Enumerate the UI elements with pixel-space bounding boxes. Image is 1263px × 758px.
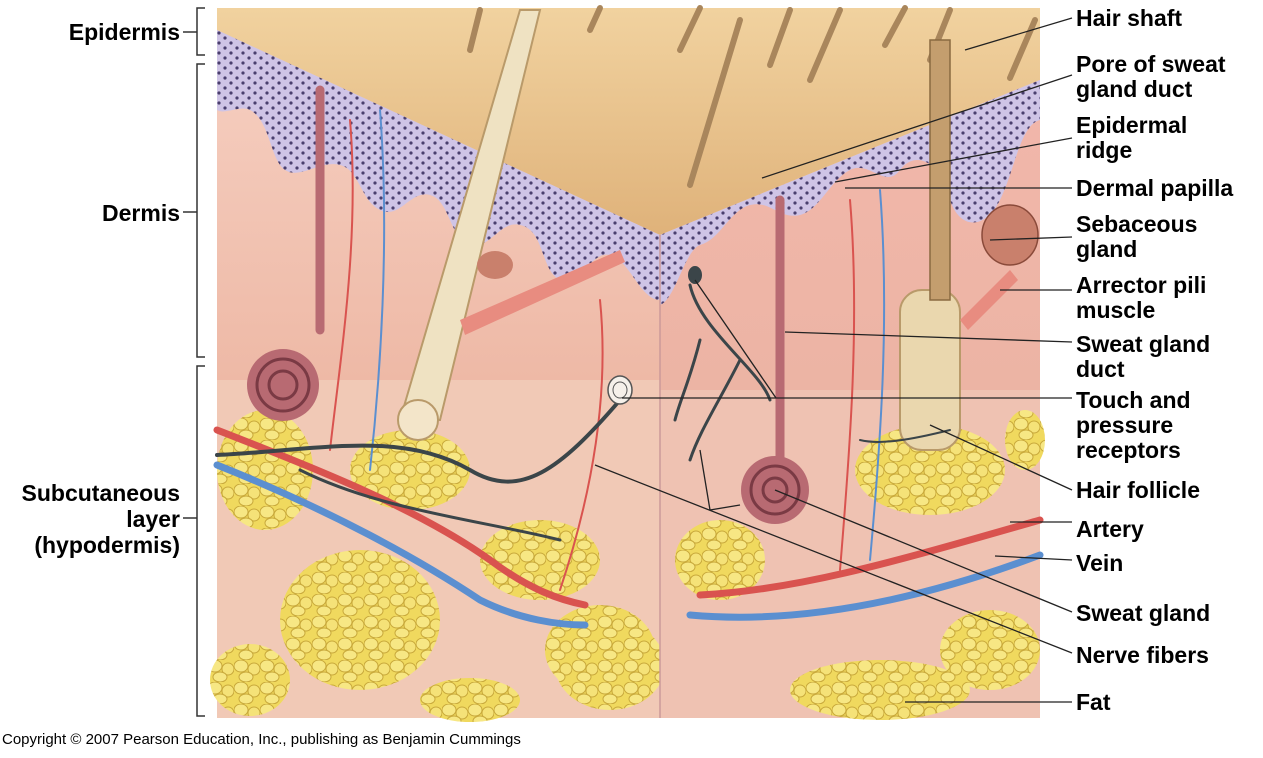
- callout-dermal-papilla-text: Dermal papilla: [1076, 175, 1234, 201]
- callout-artery: Artery: [1076, 517, 1144, 542]
- hair-right: [899, 39, 961, 451]
- epidermis-label: Epidermis: [68, 19, 180, 45]
- callout-pore-of-sweat-gland-duct: Pore of sweat gland duct: [1076, 52, 1226, 102]
- layer-brackets: [183, 7, 205, 717]
- arrector-pili-right: [960, 270, 1018, 330]
- nerve-fibers-drawing: [215, 283, 951, 542]
- callout-artery-text: Artery: [1076, 516, 1144, 542]
- dermis-label: Dermis: [102, 200, 180, 226]
- callout-touch-line3: receptors: [1076, 437, 1181, 463]
- callout-pore-line2: gland duct: [1076, 76, 1193, 102]
- blood-vessels: [213, 109, 1044, 629]
- callout-sweat-gland-text: Sweat gland: [1076, 600, 1211, 626]
- copyright-notice: Copyright © 2007 Pearson Education, Inc.…: [2, 731, 521, 748]
- epidermis-surface: [217, 8, 1040, 235]
- arrector-pili-left: [460, 250, 625, 335]
- callout-fat: Fat: [1076, 690, 1111, 715]
- callout-hair-shaft-text: Hair shaft: [1076, 5, 1183, 31]
- callout-fat-text: Fat: [1076, 689, 1111, 715]
- callout-sebaceous-line2: gland: [1076, 236, 1138, 262]
- callout-arrector-line1: Arrector pili: [1076, 272, 1207, 298]
- callout-nerve-fibers: Nerve fibers: [1076, 643, 1209, 668]
- callout-sweat-duct-line1: Sweat gland: [1076, 331, 1211, 357]
- callout-touch-line1: Touch and: [1076, 387, 1191, 413]
- callout-touch-and-pressure-receptors: Touch and pressure receptors: [1076, 388, 1191, 463]
- callout-epidermal-ridge-line2: ridge: [1076, 137, 1133, 163]
- fat-clumps-right: [545, 410, 1045, 720]
- sweat-gland-left: [247, 85, 325, 421]
- callout-pore-line1: Pore of sweat: [1076, 51, 1226, 77]
- callout-arrector-line2: muscle: [1076, 297, 1156, 323]
- subcutaneous-label-line3: (hypodermis): [34, 532, 180, 558]
- callout-hair-shaft: Hair shaft: [1076, 6, 1182, 31]
- subcutaneous-label-line1: Subcutaneous: [21, 480, 180, 506]
- sebaceous-gland-right: [981, 204, 1039, 266]
- callout-sweat-gland: Sweat gland: [1076, 601, 1210, 626]
- callout-epidermal-ridge-line1: Epidermal: [1076, 112, 1188, 138]
- callout-arrector-pili-muscle: Arrector pili muscle: [1076, 273, 1206, 323]
- callout-sebaceous-gland: Sebaceous gland: [1076, 212, 1197, 262]
- callout-epidermal-ridge: Epidermal ridge: [1076, 113, 1187, 163]
- callout-hair-follicle-text: Hair follicle: [1076, 477, 1200, 503]
- callout-sweat-duct-line2: duct: [1076, 356, 1125, 382]
- callout-touch-line2: pressure: [1076, 412, 1174, 438]
- leader-lines: [594, 17, 1073, 703]
- epidermis-bracket: [196, 7, 205, 56]
- receptors: [607, 266, 702, 405]
- hypodermis-bracket: [196, 365, 205, 717]
- sebaceous-gland-left: [477, 251, 513, 279]
- callout-hair-follicle: Hair follicle: [1076, 478, 1200, 503]
- callout-nerve-fibers-text: Nerve fibers: [1076, 642, 1209, 668]
- hair-left: [397, 9, 542, 441]
- callout-dermal-papilla: Dermal papilla: [1076, 176, 1233, 201]
- callout-vein-text: Vein: [1076, 550, 1124, 576]
- callout-sweat-gland-duct: Sweat gland duct: [1076, 332, 1210, 382]
- callout-vein: Vein: [1076, 551, 1123, 576]
- callout-sebaceous-line1: Sebaceous: [1076, 211, 1198, 237]
- subcutaneous-label: Subcutaneous layer (hypodermis): [0, 480, 180, 558]
- dermis-bracket: [196, 63, 205, 358]
- subcutaneous-label-line2: layer: [126, 506, 180, 532]
- left-epidermis-band: [217, 30, 660, 300]
